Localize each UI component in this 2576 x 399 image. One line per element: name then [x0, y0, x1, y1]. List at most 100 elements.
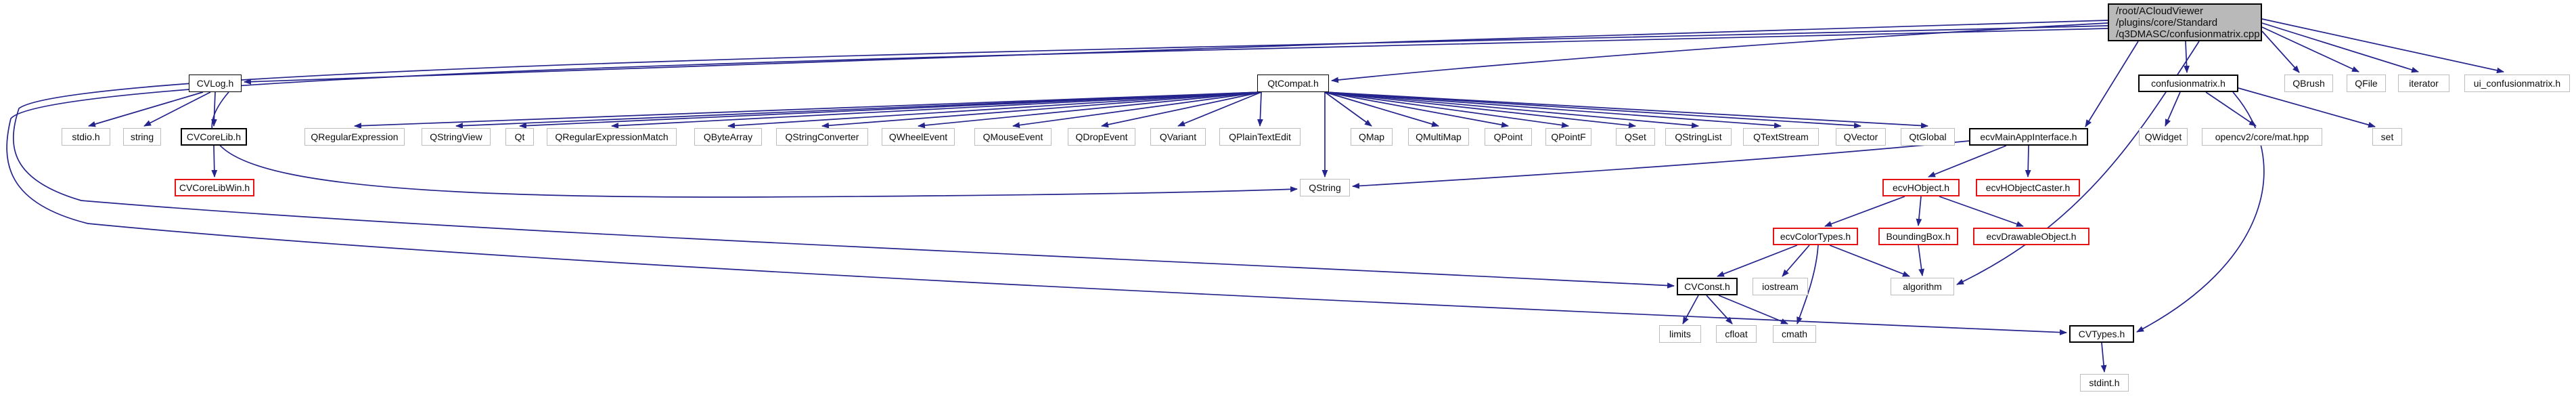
- graph-node-qdropevent: QDropEvent: [1068, 128, 1135, 146]
- node-label: QtGlobal: [1909, 131, 1947, 142]
- node-label: limits: [1669, 329, 1691, 339]
- include-edge-confh>qwidget: [2165, 91, 2181, 127]
- graph-node-qmap: QMap: [1351, 128, 1393, 146]
- graph-node-qtextstream: QTextStream: [1743, 128, 1819, 146]
- include-edge-cpp>cvtypes: [6, 28, 2108, 335]
- include-edge-cvconst>cmath: [1718, 295, 1788, 324]
- include-edge-ecvmainapp>ecvhcaster: [2025, 145, 2031, 177]
- include-edge-qtcompat>qstringconverter: [821, 91, 1262, 129]
- node-label: QSet: [1625, 131, 1646, 142]
- include-edge-qtcompat>qtglobal: [1324, 91, 1928, 129]
- node-label: cmath: [1781, 329, 1808, 339]
- graph-node-qstringlist: QStringList: [1665, 128, 1732, 146]
- graph-node-ecvmainapp[interactable]: ecvMainAppInterface.h: [1969, 128, 2088, 146]
- graph-node-set: set: [2372, 128, 2402, 146]
- graph-node-qregex: QRegularExpression: [304, 128, 405, 146]
- include-edge-ecvhobject>ecvcolortypes: [1824, 196, 1905, 227]
- graph-node-qt: Qt: [505, 128, 534, 146]
- include-edge-qtcompat>qset: [1324, 91, 1636, 129]
- node-label: QVariant: [1159, 131, 1197, 142]
- node-label: QTextStream: [1753, 131, 1809, 142]
- include-edge-cpp>qfile: [2261, 26, 2359, 72]
- graph-node-cvconst[interactable]: CVConst.h: [1677, 278, 1738, 295]
- include-edge-cvtypes>stdint: [2100, 342, 2107, 373]
- node-label: QRegularExpressionMatch: [555, 131, 669, 142]
- node-label: ui_confusionmatrix.h: [2473, 78, 2561, 89]
- node-label: QBrush: [2292, 78, 2325, 89]
- include-edge-qtcompat>qregex: [354, 91, 1262, 129]
- graph-node-algorithm: algorithm: [1891, 278, 1954, 295]
- node-label: iostream: [1762, 281, 1799, 292]
- include-edge-qtcompat>qpoint: [1324, 91, 1509, 128]
- graph-node-ecvcolortypes[interactable]: ecvColorTypes.h: [1773, 228, 1858, 245]
- graph-node-qvariant: QVariant: [1150, 128, 1206, 146]
- graph-node-qtcompat[interactable]: QtCompat.h: [1257, 75, 1329, 92]
- graph-node-qbytearray: QByteArray: [694, 128, 762, 146]
- main-node-title-line: /plugins/core/Standard: [2116, 16, 2218, 28]
- node-label: confusionmatrix.h: [2151, 78, 2225, 89]
- graph-node-stdio: stdio.h: [62, 128, 110, 146]
- node-label: QWheelEvent: [888, 131, 948, 142]
- graph-node-qvector: QVector: [1836, 128, 1886, 146]
- graph-node-cvcorelib[interactable]: CVCoreLib.h: [181, 128, 247, 146]
- graph-node-cfloat: cfloat: [1716, 325, 1757, 343]
- graph-node-ecvhobject[interactable]: ecvHObject.h: [1882, 179, 1960, 196]
- include-edge-qtcompat>qtextstream: [1324, 91, 1782, 129]
- node-label: BoundingBox.h: [1886, 231, 1951, 242]
- include-edge-ecvcolortypes>cmath: [1797, 245, 1819, 324]
- include-edge-qtcompat>qmouseevent: [1012, 91, 1262, 129]
- graph-node-qpoint: QPoint: [1485, 128, 1532, 146]
- include-edge-qtcompat>qvariant: [1177, 91, 1262, 127]
- node-label: ecvColorTypes.h: [1780, 231, 1851, 242]
- node-label: Qt: [514, 131, 525, 142]
- graph-node-cvcorelibwin[interactable]: CVCoreLibWin.h: [175, 179, 254, 196]
- include-edge-cvlog>stdio: [88, 91, 204, 127]
- node-label: QWidget: [2144, 131, 2182, 142]
- node-label: QRegularExpression: [311, 131, 399, 142]
- include-edge-qtcompat>qregexmatch: [611, 91, 1262, 129]
- graph-node-confh[interactable]: confusionmatrix.h: [2138, 75, 2238, 92]
- node-label: QMouseEvent: [982, 131, 1043, 142]
- graph-node-qset: QSet: [1616, 128, 1655, 146]
- include-edge-cvlog>qstring: [211, 91, 1298, 198]
- node-label: algorithm: [1903, 281, 1942, 292]
- node-label: cfloat: [1725, 329, 1748, 339]
- include-edge-cvconst>limits: [1682, 295, 1699, 324]
- graph-node-cvlog[interactable]: CVLog.h: [189, 75, 242, 92]
- include-edge-ecvmainapp>qstring: [1352, 140, 1970, 189]
- include-edge-boundingbox>algorithm: [1918, 245, 1925, 276]
- node-label: string: [130, 131, 154, 142]
- graph-node-qregexmatch: QRegularExpressionMatch: [547, 128, 677, 146]
- include-edge-qtcompat>qt: [519, 91, 1262, 129]
- node-label: QByteArray: [703, 131, 753, 142]
- graph-node-opencv: opencv2/core/mat.hpp: [2202, 128, 2322, 146]
- include-edge-ecvcolortypes>algorithm: [1829, 245, 1910, 277]
- node-label: CVCoreLib.h: [186, 131, 242, 142]
- graph-node-qmultimap: QMultiMap: [1408, 128, 1469, 146]
- node-label: CVCoreLibWin.h: [179, 182, 250, 193]
- graph-node-cvtypes[interactable]: CVTypes.h: [2069, 325, 2134, 343]
- include-edge-confh>opencv: [2205, 91, 2257, 127]
- node-label: ecvHObject.h: [1892, 182, 1950, 193]
- graph-node-ecvdrawable[interactable]: ecvDrawableObject.h: [1973, 228, 2089, 245]
- node-label: CVTypes.h: [2078, 329, 2125, 339]
- include-edge-ecvhobject>boundingbox: [1916, 196, 1922, 226]
- include-edge-cpp>confh: [2184, 41, 2190, 73]
- graph-node-string: string: [123, 128, 161, 146]
- graph-node-ecvhcaster[interactable]: ecvHObjectCaster.h: [1976, 179, 2080, 196]
- node-label: QMap: [1358, 131, 1385, 142]
- include-edge-qtcompat>qbytearray: [727, 91, 1262, 129]
- node-label: stdio.h: [72, 131, 100, 142]
- node-label: CVLog.h: [196, 78, 234, 89]
- include-edge-confh>cvtypes: [2136, 91, 2265, 333]
- graph-node-iterator: iterator: [2398, 75, 2449, 92]
- graph-node-boundingbox[interactable]: BoundingBox.h: [1878, 228, 1958, 245]
- node-label: QPoint: [1493, 131, 1523, 142]
- include-edge-qtcompat>qmap: [1324, 91, 1372, 127]
- node-label: ecvMainAppInterface.h: [1980, 131, 2077, 142]
- include-edge-confh>set: [2238, 87, 2376, 128]
- graph-node-limits: limits: [1659, 325, 1701, 343]
- graph-node-iostream: iostream: [1753, 278, 1808, 295]
